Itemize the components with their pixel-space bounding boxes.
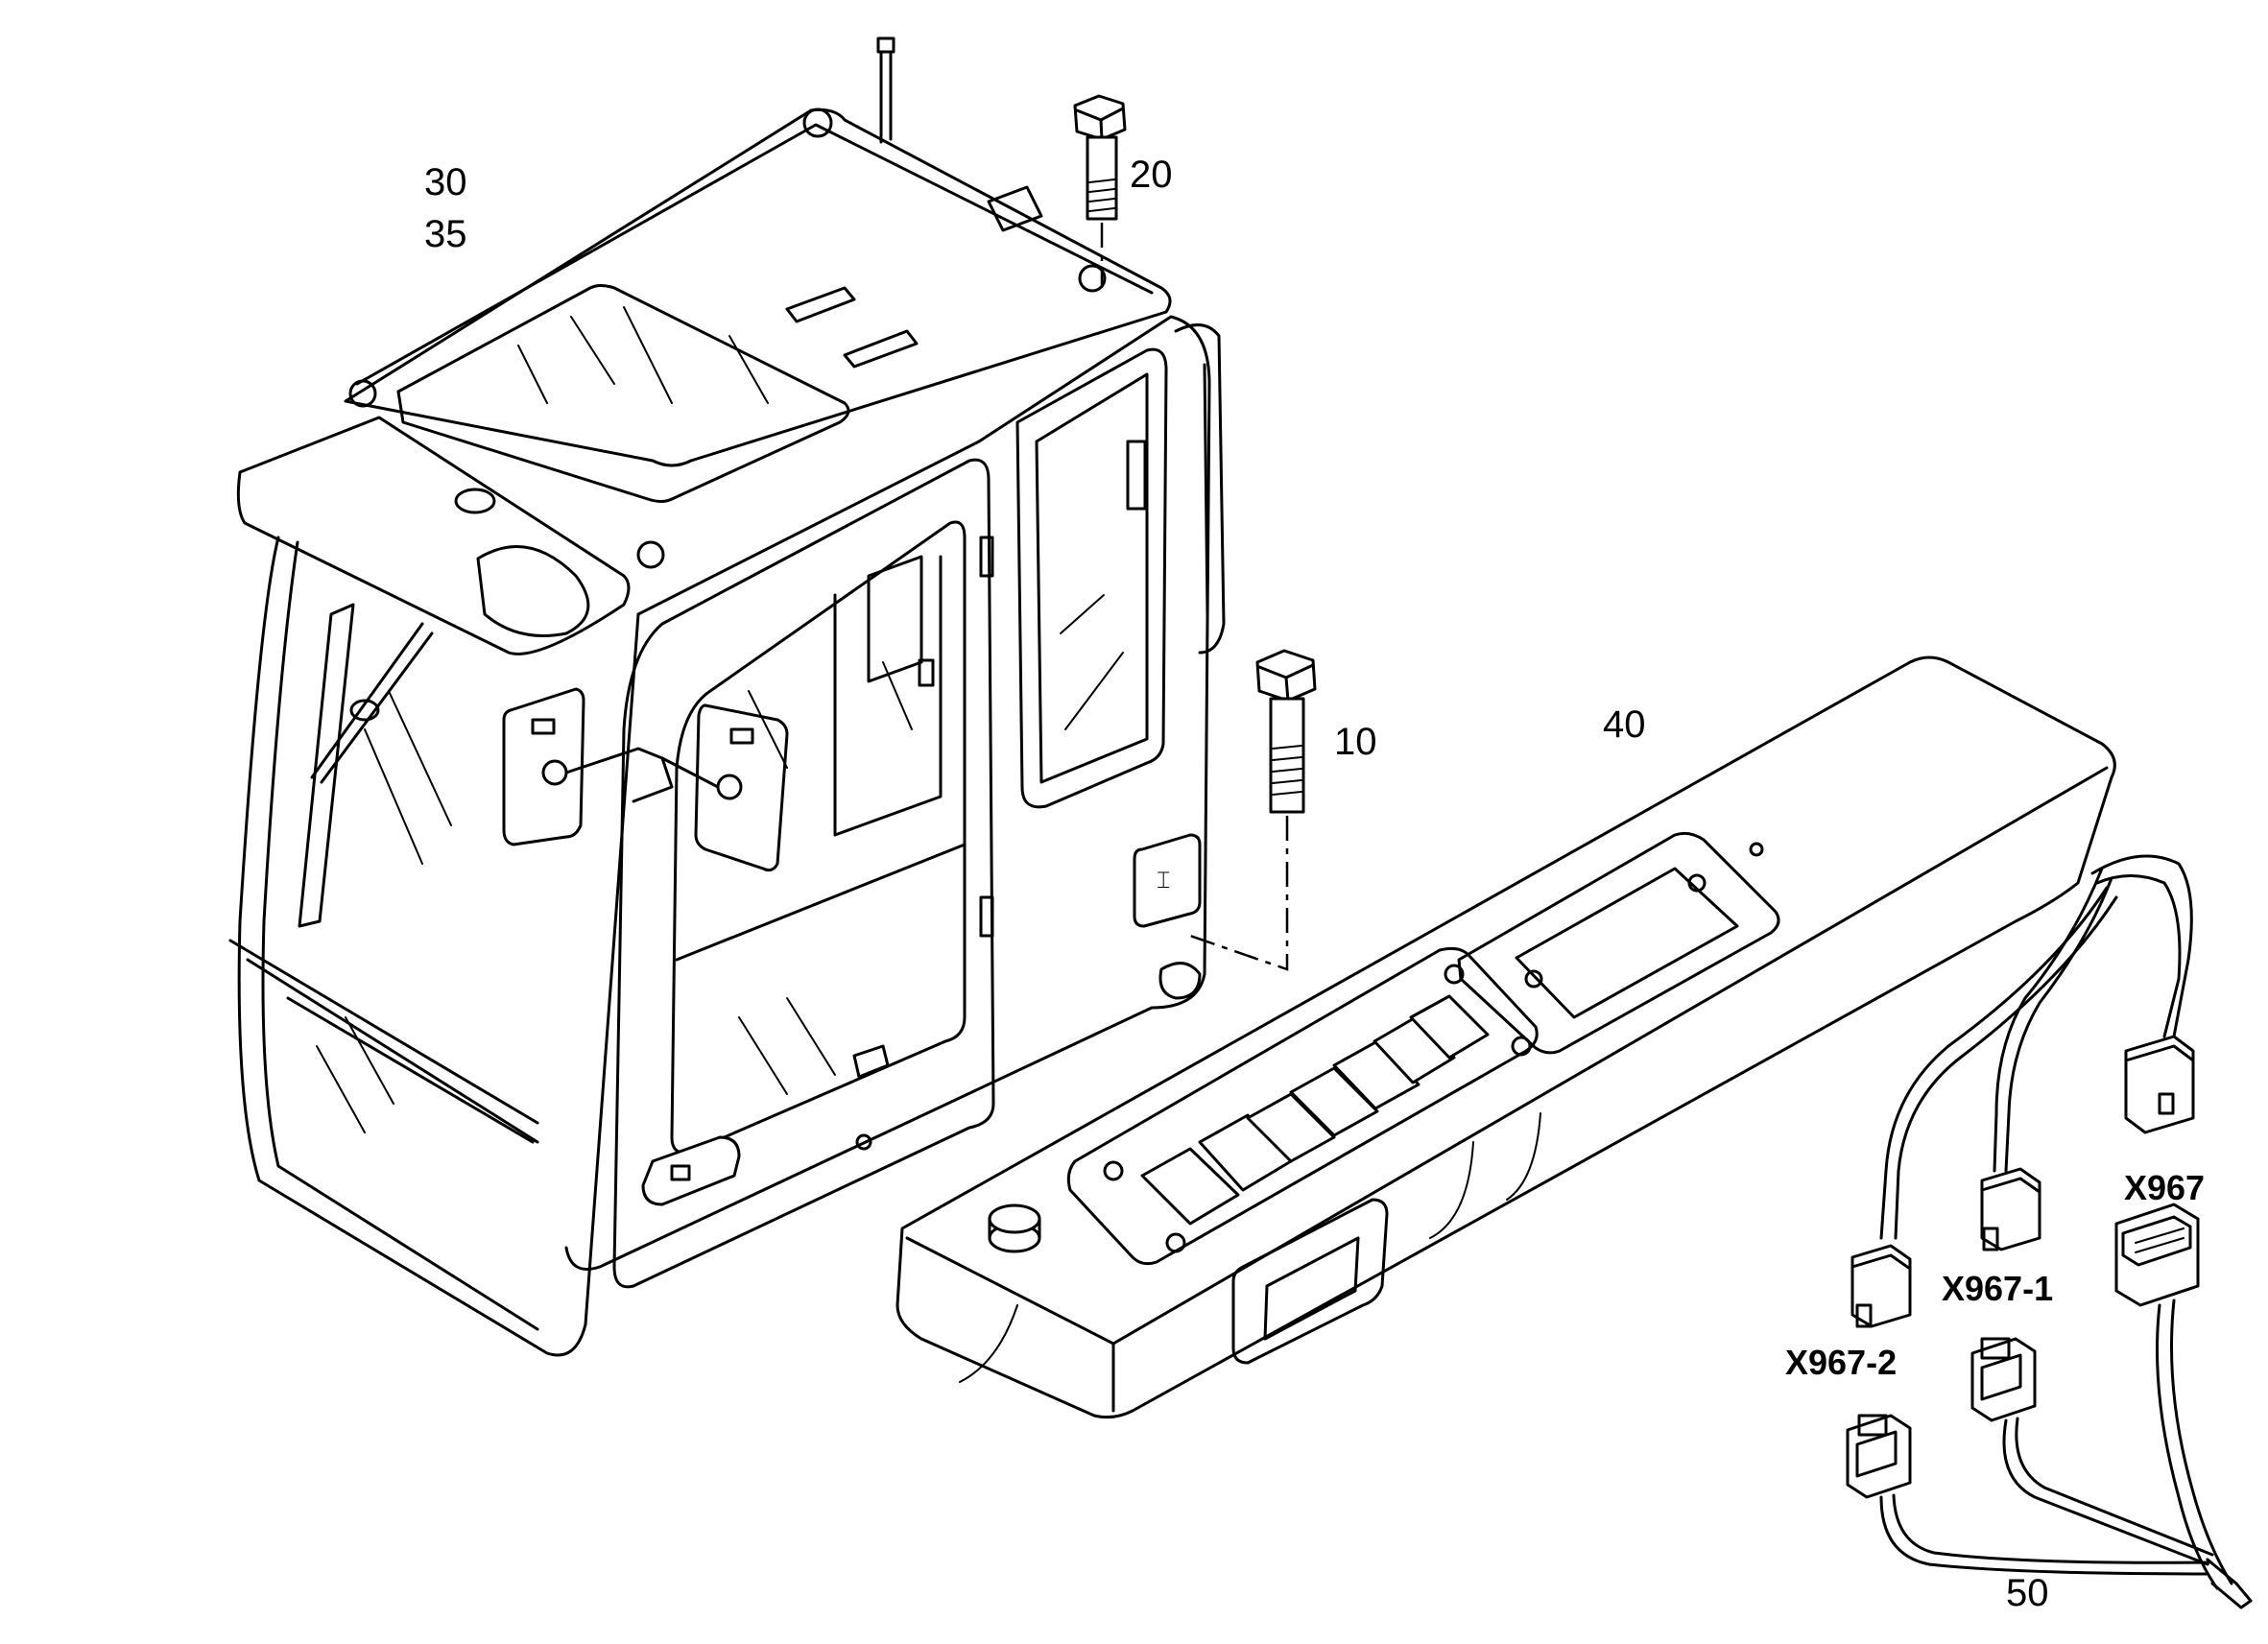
switch-panel [1066,946,1539,1266]
roof-window [396,284,850,503]
part-number-30: 30 [424,161,467,203]
connector-x967-plug [2124,1035,2195,1134]
connector-label-x967-1: X967-1 [1942,1269,2054,1308]
control-console [895,655,2116,1419]
part-number-20: 20 [1130,154,1173,196]
connector-label-x967-2: X967-2 [1785,1343,1898,1382]
connector-x967-socket [2114,1203,2200,1307]
bolt-10 [1189,649,1317,971]
connector-x967-1-plug [1980,1167,2041,1251]
lifting-eye-rear-left [802,107,833,138]
part-number-50: 50 [2006,1572,2049,1614]
wiper-assembly [298,603,434,928]
display-panel [1457,831,1780,1055]
door-handle [641,1135,741,1206]
mirror-left [502,687,674,846]
console-body [895,655,2116,1419]
lifting-eye-rear-right [1078,264,1107,293]
cab-front-frame [237,536,640,1357]
part-number-10: 10 [1334,721,1377,763]
mirror-right [660,703,789,872]
rear-grab-handle [1174,323,1226,655]
connector-x967-2-plug [1850,1244,1912,1328]
bolt-20 [1073,94,1127,288]
operator-cab: ⌶ [228,36,1226,1357]
connector-x967-2-socket [1846,1414,1912,1499]
rocker-switch-row [1140,994,1490,1226]
console-side-grille [1231,1198,1389,1365]
antenna [876,36,895,144]
cab-roof [344,108,1172,467]
connector-x967-1-socket [1970,1337,2037,1422]
connector-label-x967: X967 [2124,1168,2206,1207]
cab-right-side [564,315,1211,1271]
part-number-35: 35 [424,213,467,255]
part-number-40: 40 [1603,703,1646,746]
side-window-rear [1015,347,1168,809]
console-knob [988,1203,1041,1253]
cab-door [612,458,995,1289]
svg-text:⌶: ⌶ [1157,867,1170,893]
wiring-harness [1846,854,2253,1609]
lifting-eye-front-left [348,379,377,408]
sun-visor [236,416,631,655]
lifting-eye-front-right [636,540,665,569]
